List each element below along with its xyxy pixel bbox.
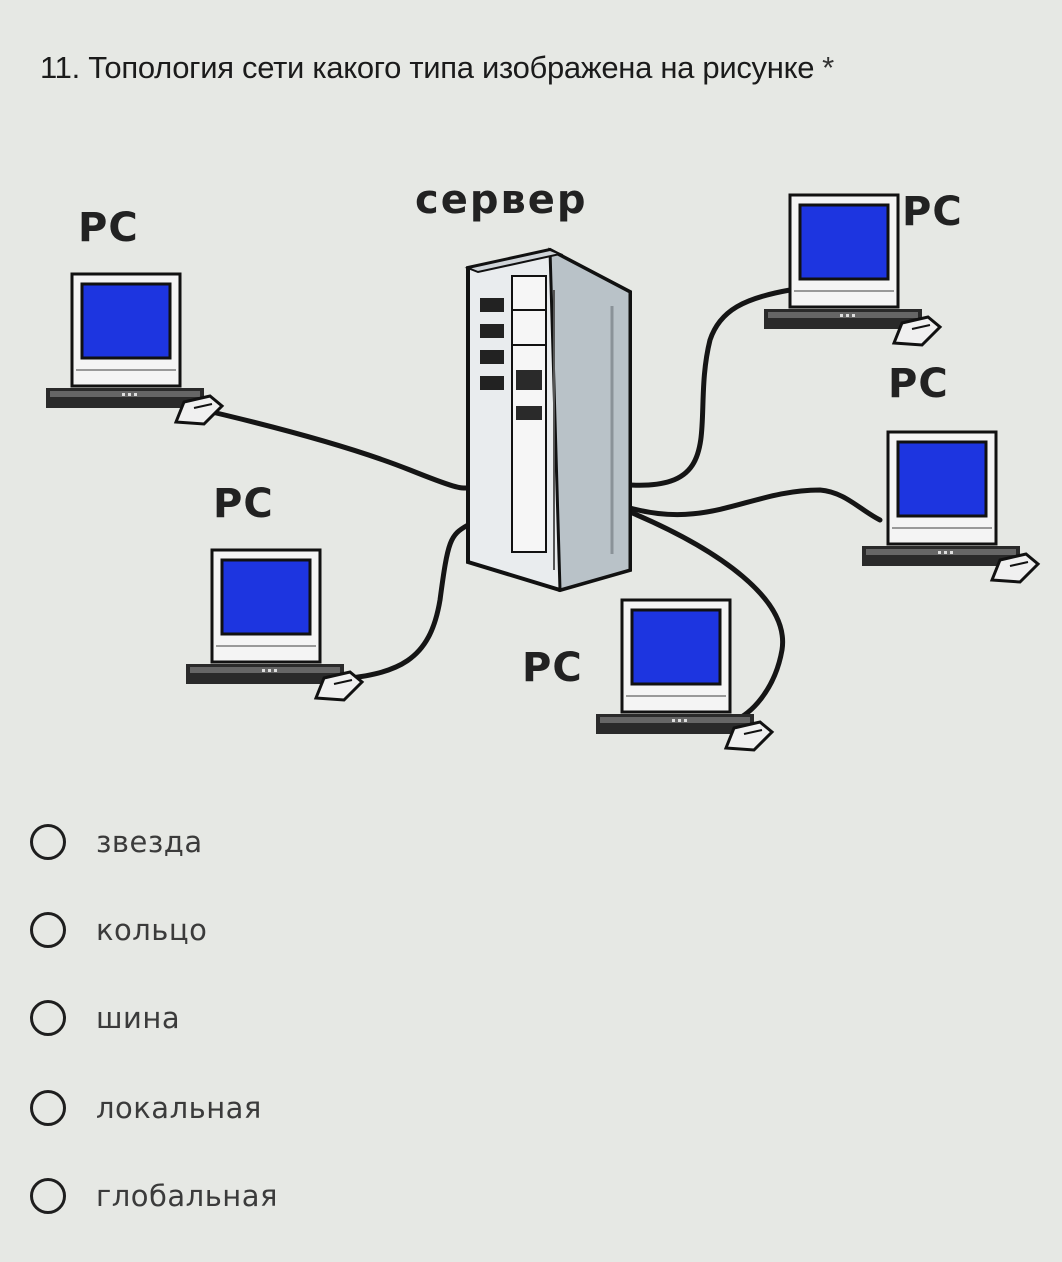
server-label: сервер [415,177,588,223]
option-label: глобальная [96,1179,278,1213]
question-text: 11. Топология сети какого типа изображен… [40,50,815,85]
network-cables [192,287,883,723]
pc-label-top-left: PC [78,205,139,251]
option-koltso[interactable]: кольцо [24,900,524,960]
option-label: локальная [96,1091,262,1125]
radio-button[interactable] [30,912,66,948]
pc-right [860,430,1040,584]
pc-label-bottom-center: PC [522,645,583,691]
pc-label-top-right: PC [902,189,963,235]
pc-top-left [44,272,224,426]
cable-pc-right [627,487,883,523]
cable-pc-bottomleft [327,522,471,683]
radio-button[interactable] [30,824,66,860]
required-asterisk: * [822,50,834,85]
diagram-graphics [44,193,1040,752]
option-globalnaya[interactable]: глобальная [24,1166,524,1226]
option-label: звезда [96,825,203,859]
pc-label-right: PC [888,361,949,407]
cable-pc-topleft [192,405,473,491]
option-lokalnaya[interactable]: локальная [24,1078,524,1138]
option-label: кольцо [96,913,208,947]
pc-label-bottom-left: PC [213,481,274,527]
pc-bottom-left [184,548,364,702]
cable-pc-bottomcenter [627,509,786,723]
option-label: шина [96,1001,181,1035]
radio-button[interactable] [30,1000,66,1036]
option-zvezda[interactable]: звезда [24,812,524,872]
network-topology-diagram: сервер PC PC PC PC PC [30,170,1040,790]
server-tower [464,247,632,593]
cable-pc-topright [627,287,793,488]
radio-button[interactable] [30,1090,66,1126]
radio-button[interactable] [30,1178,66,1214]
pc-bottom-center [594,598,774,752]
option-shina[interactable]: шина [24,988,524,1048]
question-title: 11. Топология сети какого типа изображен… [40,50,834,86]
